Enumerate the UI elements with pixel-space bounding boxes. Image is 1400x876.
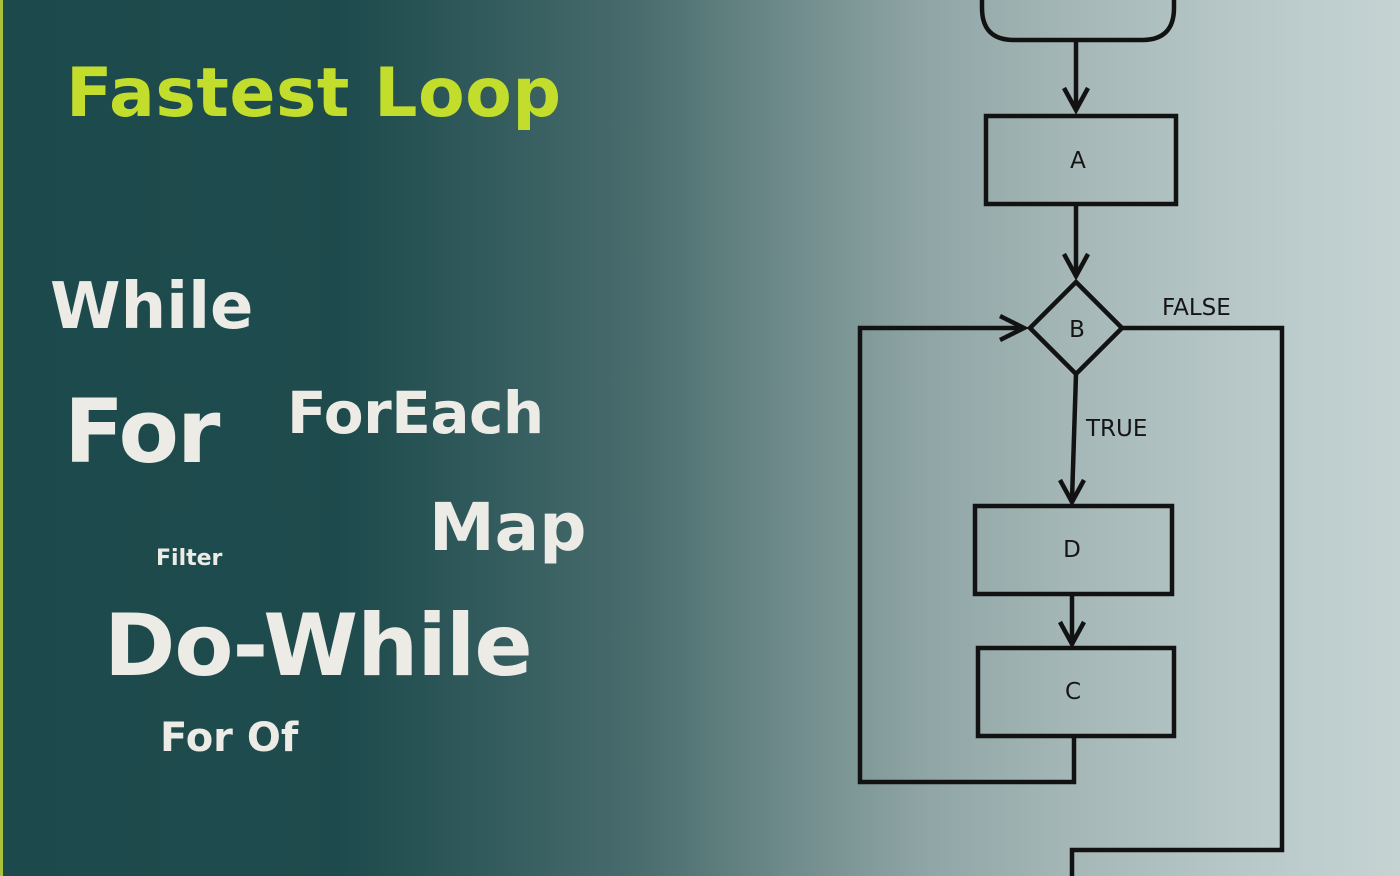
node-b-label: B — [1069, 317, 1085, 343]
false-label: FALSE — [1162, 295, 1231, 321]
arrowhead-a-to-b — [1062, 252, 1090, 281]
connector-b-to-d — [1069, 373, 1079, 501]
loop-word-for-of: For Of — [160, 715, 299, 761]
loop-word-do-while: Do-While — [104, 596, 533, 696]
arrowhead-start-to-a — [1062, 86, 1090, 115]
loop-word-while: While — [50, 270, 254, 344]
page-title: Fastest Loop — [66, 54, 562, 133]
accent-edge — [0, 0, 3, 876]
loop-word-foreach: ForEach — [287, 379, 544, 447]
start-terminal — [979, 0, 1177, 43]
arrowhead-loop-back — [998, 313, 1030, 343]
node-d-label: D — [1063, 537, 1081, 563]
connector-loop-back — [857, 325, 1077, 785]
process-node-a — [983, 113, 1179, 207]
arrowhead-b-to-d — [1058, 478, 1086, 507]
true-label: TRUE — [1085, 416, 1147, 442]
arrowhead-d-to-c — [1058, 620, 1086, 649]
loop-word-map: Map — [429, 489, 587, 566]
node-a-label: A — [1070, 148, 1086, 174]
loop-word-for: For — [64, 380, 220, 483]
connector-false-branch — [1069, 325, 1285, 876]
node-c-label: C — [1065, 679, 1081, 705]
loop-word-filter: Filter — [156, 546, 223, 571]
